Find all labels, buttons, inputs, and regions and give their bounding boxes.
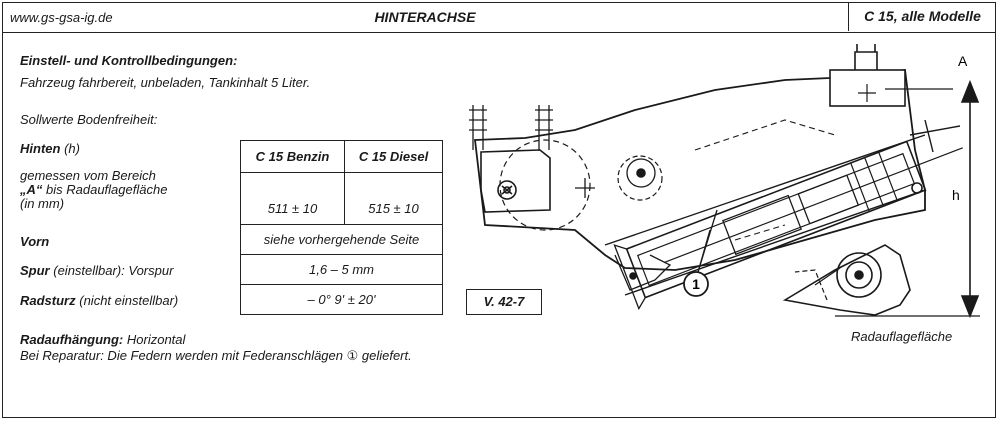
ground-clearance-table: C 15 Benzin C 15 Diesel 511 ± 10 515 ± 1… <box>240 140 443 315</box>
reference-box: V. 42-7 <box>466 289 542 315</box>
radsturz-value: – 0° 9' ± 20' <box>240 284 443 315</box>
col-header-benzin: C 15 Benzin <box>240 140 345 173</box>
hinten-rest: (h) <box>64 141 80 156</box>
label-h: h <box>952 187 960 203</box>
measured-line-2: „A“ bis Radauflagefläche <box>20 183 167 197</box>
hinten-bold: Hinten <box>20 141 61 156</box>
callout-number: 1 <box>692 276 700 292</box>
website-url: www.gs-gsa-ig.de <box>10 10 113 25</box>
suspension-bold: Radaufhängung: <box>20 332 124 347</box>
ground-surface-caption: Radauflagefläche <box>851 329 953 344</box>
measured-line-2-rest: bis Radauflagefläche <box>46 182 168 197</box>
suspension-rest: Horizontal <box>126 332 186 347</box>
vorn-value: siehe vorhergehende Seite <box>240 224 443 255</box>
conditions-text: Fahrzeug fahrbereit, unbeladen, Tankinha… <box>20 75 311 90</box>
page-header: www.gs-gsa-ig.de HINTERACHSE C 15, alle … <box>2 2 996 33</box>
col-header-diesel: C 15 Diesel <box>344 140 443 173</box>
suspension-line: Radaufhängung: Horizontal <box>20 332 185 347</box>
radsturz-bold: Radsturz <box>20 293 76 308</box>
spur-bold: Spur <box>20 263 50 278</box>
measured-area-a: „A“ <box>20 182 43 197</box>
ground-clearance-label: Sollwerte Bodenfreiheit: <box>20 112 158 127</box>
document-frame <box>2 2 996 418</box>
spur-rest: (einstellbar): Vorspur <box>53 263 174 278</box>
hinten-label: Hinten (h) <box>20 141 80 156</box>
page-title: HINTERACHSE <box>374 9 476 25</box>
measured-line-3: (in mm) <box>20 196 65 211</box>
radsturz-label: Radsturz (nicht einstellbar) <box>20 293 178 308</box>
hinten-diesel-value: 515 ± 10 <box>344 172 443 225</box>
rear-axle-drawing: 1 A h <box>469 44 980 319</box>
vorn-label: Vorn <box>20 234 50 249</box>
radsturz-rest: (nicht einstellbar) <box>79 293 179 308</box>
spur-value: 1,6 – 5 mm <box>240 254 443 285</box>
hinten-benzin-value: 511 ± 10 <box>240 172 345 225</box>
model-label: C 15, alle Modelle <box>848 2 996 31</box>
label-a: A <box>958 53 968 69</box>
measured-line-1: gemessen vom Bereich <box>20 168 156 183</box>
measured-from-note: gemessen vom Bereich „A“ bis Radauflagef… <box>20 169 167 211</box>
repair-note: Bei Reparatur: Die Federn werden mit Fed… <box>20 348 412 363</box>
spur-label: Spur (einstellbar): Vorspur <box>20 263 173 278</box>
conditions-heading: Einstell- und Kontrollbedingungen: <box>20 53 238 68</box>
